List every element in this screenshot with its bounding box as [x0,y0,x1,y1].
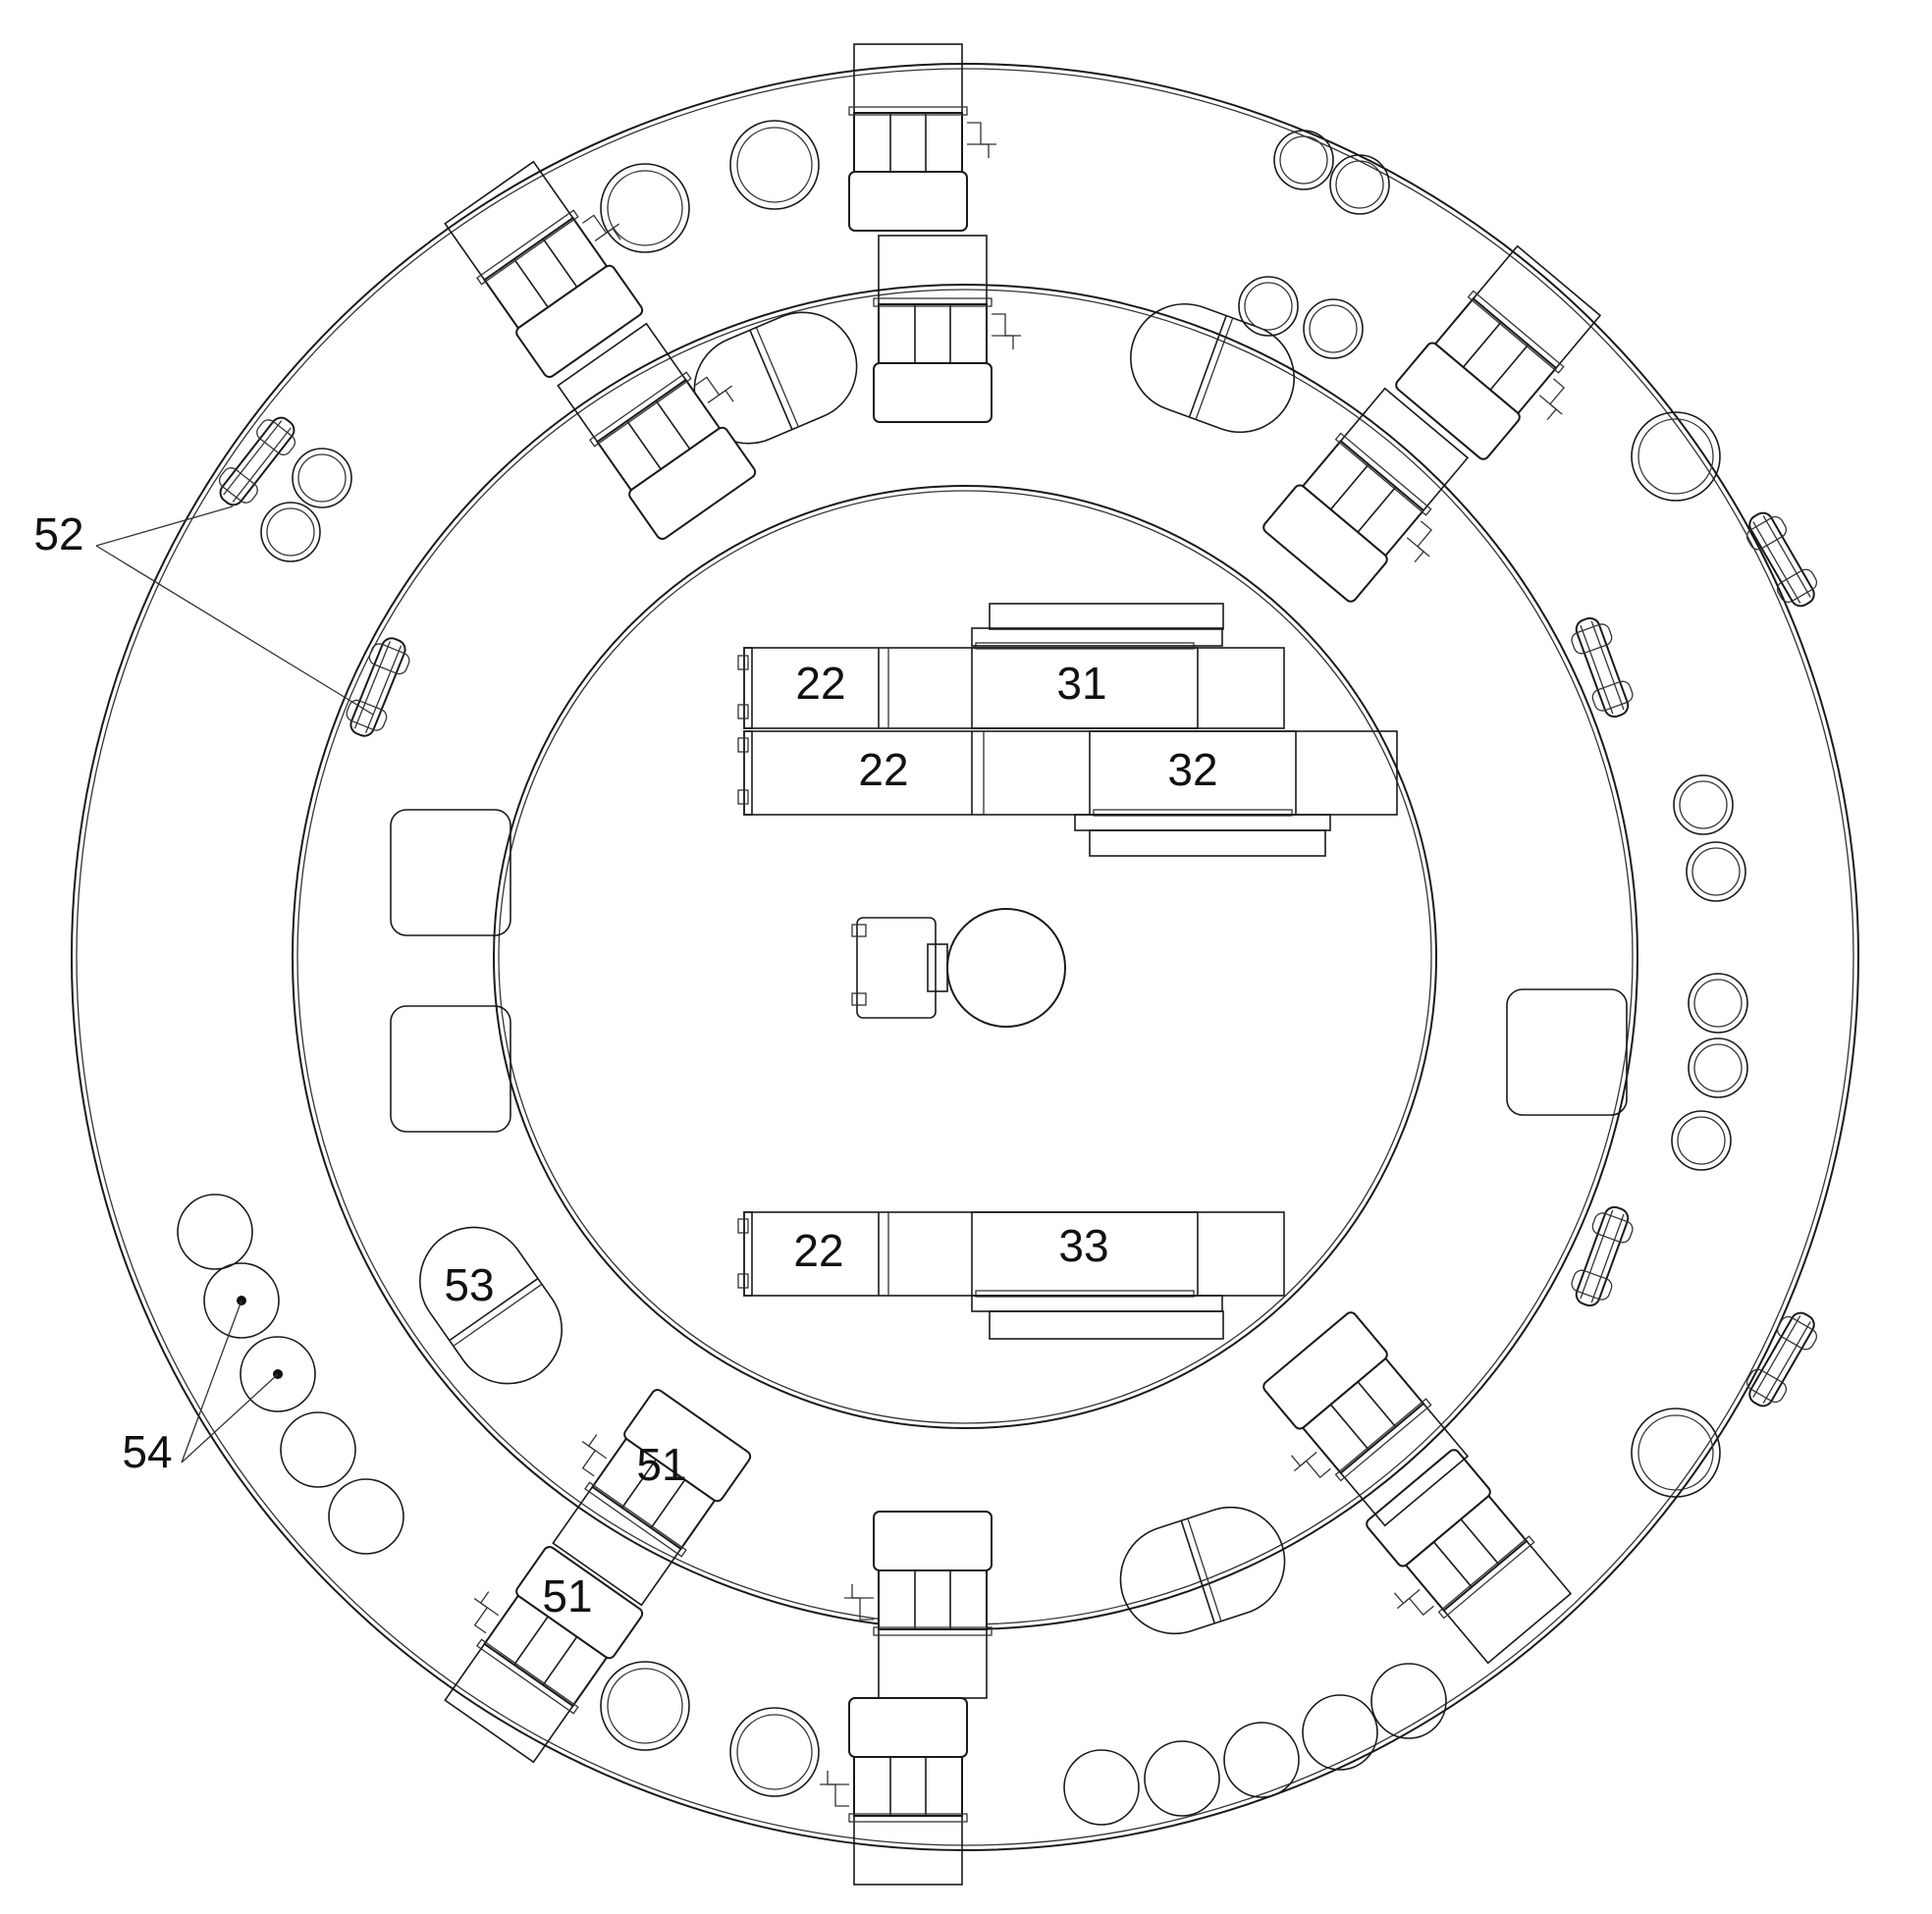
ring-clip [1571,1205,1634,1307]
label-22-top: 22 [795,658,845,709]
cart [1262,387,1470,603]
cart [848,43,996,232]
circular-pots [177,120,1748,1826]
cart [1366,1449,1573,1665]
cart [444,160,644,378]
cart [552,1389,752,1607]
ring-clip-group [218,416,1818,1408]
cart [873,235,1021,423]
cart [844,1511,993,1699]
outer-ring [71,63,1859,1851]
label-51-outer: 51 [542,1570,592,1622]
label-22-bottom: 22 [793,1225,843,1276]
label-31: 31 [1056,658,1106,709]
label-51-inner: 51 [636,1439,686,1490]
label-54: 54 [122,1426,172,1477]
label-53: 53 [444,1259,494,1310]
label-33: 33 [1058,1220,1108,1271]
cart [557,322,757,540]
cart [820,1697,968,1886]
tray-assembly-31 [737,603,1285,729]
label-52: 52 [33,508,83,559]
tray-assembly-33 [737,1211,1285,1340]
tray-assembly-32 [737,730,1398,857]
center-pivot [851,908,1066,1028]
ring-clip [218,416,296,506]
cart [444,1546,644,1764]
label-22-middle: 22 [858,744,908,795]
label-32: 32 [1167,744,1217,795]
cart [1395,244,1602,460]
cart-group [444,43,1602,1886]
inner-platform [493,485,1437,1429]
cart [1262,1311,1470,1527]
ring-clip [346,637,410,737]
capsule-trays [418,302,1295,1635]
ring-clip [1745,511,1818,608]
ring-clip [1745,1311,1818,1408]
ring-clip [1571,616,1634,718]
ring-pads [390,809,1628,1133]
leader-lines [95,505,374,1463]
